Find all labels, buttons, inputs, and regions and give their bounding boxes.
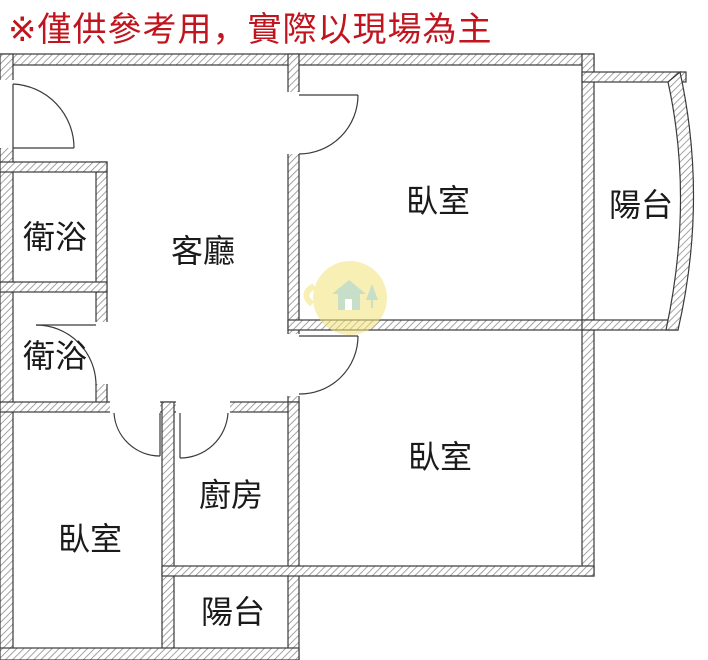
wall-bedroom-left-right bbox=[161, 401, 175, 660]
wall-kitchen-right bbox=[287, 401, 300, 660]
label-bathroom-upper: 衛浴 bbox=[23, 218, 87, 256]
wall-bath-top bbox=[0, 161, 108, 173]
label-bedroom-top: 臥室 bbox=[406, 182, 470, 220]
label-bathroom-lower: 衛浴 bbox=[23, 337, 87, 375]
door-entry bbox=[12, 83, 75, 149]
label-bedroom-middle: 臥室 bbox=[408, 438, 472, 476]
label-balcony-right: 陽台 bbox=[609, 186, 673, 224]
label-balcony-bottom: 陽台 bbox=[201, 593, 265, 631]
wall-bottom bbox=[0, 647, 300, 660]
wall-bath-divider bbox=[0, 281, 108, 293]
label-kitchen: 廚房 bbox=[199, 476, 263, 514]
walls bbox=[0, 53, 687, 660]
label-bedroom-bottom-left: 臥室 bbox=[58, 520, 122, 558]
door-bedroom-left bbox=[113, 412, 161, 457]
door-kitchen bbox=[179, 412, 229, 459]
wall-balcony-top bbox=[581, 71, 687, 83]
wall-kitchen-bottom bbox=[161, 565, 595, 577]
disclaimer-text: ※僅供參考用，實際以現場為主 bbox=[8, 10, 493, 50]
wall-balcony-bottom bbox=[581, 319, 679, 331]
door-bedroom-top bbox=[298, 94, 359, 155]
doors bbox=[12, 83, 359, 459]
door-bathroom-lower bbox=[35, 324, 97, 386]
wall-left bbox=[0, 53, 14, 660]
label-living-room: 客廳 bbox=[171, 232, 235, 270]
wall-balcony-curve bbox=[665, 70, 695, 331]
door-gaps bbox=[0, 80, 300, 413]
door-bedroom-middle bbox=[298, 335, 359, 395]
wall-bedroom-right bbox=[581, 53, 595, 577]
watermark-logo-icon bbox=[303, 261, 387, 335]
